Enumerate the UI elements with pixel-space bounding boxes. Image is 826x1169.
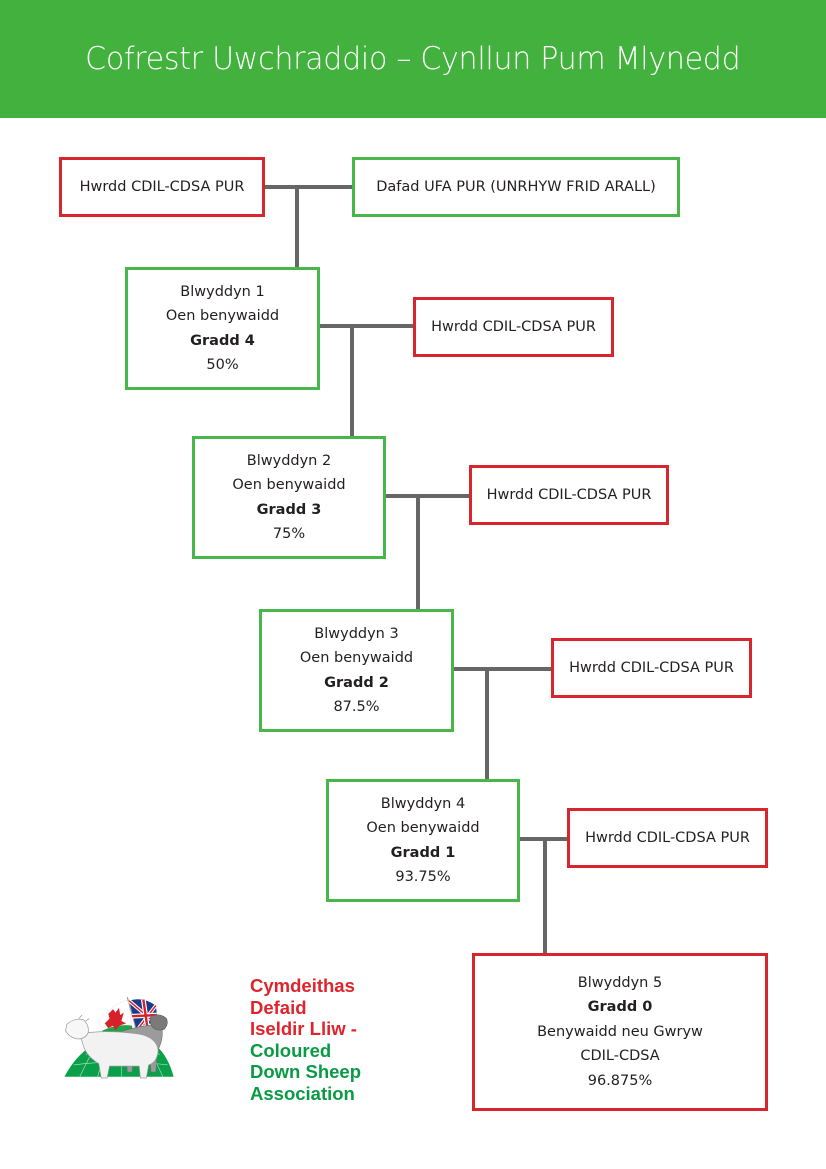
generation-3-type: Oen benywaidd	[299, 650, 414, 666]
generation-1-ram-box: Hwrdd CDIL-CDSA PUR	[413, 297, 614, 357]
association-name-english-1: Coloured	[250, 1039, 332, 1061]
generation-4-percent: 93.75%	[395, 869, 451, 885]
association-name-welsh-3: Iseldir Lliw -	[250, 1018, 357, 1039]
connector-gen3-ram	[452, 667, 552, 671]
generation-3-box: Blwyddyn 3 Oen benywaidd Gradd 2 87.5%	[259, 609, 454, 732]
generation-5-type: Benywaidd neu Gwryw	[537, 1023, 703, 1040]
connector-gen3-down	[485, 667, 489, 780]
generation-3-year: Blwyddyn 3	[314, 625, 399, 642]
generation-2-percent: 75%	[272, 526, 306, 542]
generation-2-box: Blwyddyn 2 Oen benywaidd Gradd 3 75%	[192, 436, 386, 559]
association-name-english-3: Association	[250, 1082, 355, 1104]
generation-3-ram-label: Hwrdd CDIL-CDSA PUR	[569, 659, 734, 676]
generation-5-percent: 96.875%	[587, 1072, 653, 1089]
parent-ram-label: Hwrdd CDIL-CDSA PUR	[79, 178, 245, 195]
white-sheep-icon	[65, 1014, 159, 1079]
generation-1-type: Oen benywaidd	[165, 308, 280, 324]
generation-2-grade: Gradd 3	[256, 501, 322, 518]
generation-1-grade: Gradd 4	[190, 332, 255, 349]
generation-4-box: Blwyddyn 4 Oen benywaidd Gradd 1 93.75%	[326, 779, 520, 902]
generation-3-grade: Gradd 2	[324, 674, 389, 691]
generation-4-ram-label: Hwrdd CDIL-CDSA PUR	[585, 829, 750, 846]
generation-5-year: Blwyddyn 5	[577, 974, 663, 991]
generation-3-ram-box: Hwrdd CDIL-CDSA PUR	[551, 638, 752, 698]
generation-4-grade: Gradd 1	[390, 844, 456, 861]
page-title: Cofrestr Uwchraddio – Cynllun Pum Mlyned…	[85, 41, 741, 77]
generation-1-year: Blwyddyn 1	[180, 283, 265, 300]
parent-ram-box: Hwrdd CDIL-CDSA PUR	[59, 157, 265, 217]
generation-2-ram-label: Hwrdd CDIL-CDSA PUR	[486, 486, 652, 503]
generation-5-box: Blwyddyn 5 Gradd 0 Benywaidd neu Gwryw C…	[472, 953, 768, 1111]
generation-4-type: Oen benywaidd	[366, 820, 480, 836]
association-logo	[64, 997, 174, 1079]
association-name-welsh-1: Cymdeithas	[250, 975, 355, 996]
connector-gen1-ram	[318, 324, 415, 328]
parent-ewe-label: Dafad UFA PUR (UNRHYW FRID ARALL)	[376, 178, 656, 195]
generation-1-box: Blwyddyn 1 Oen benywaidd Gradd 4 50%	[125, 267, 320, 390]
parent-ewe-box: Dafad UFA PUR (UNRHYW FRID ARALL)	[352, 157, 680, 217]
association-name-english-2: Down Sheep	[250, 1061, 362, 1082]
generation-4-year: Blwyddyn 4	[380, 795, 466, 812]
generation-2-type: Oen benywaidd	[232, 477, 346, 493]
connector-gen4-down	[543, 837, 547, 955]
association-name: Cymdeithas Defaid Iseldir Lliw - Coloure…	[250, 975, 361, 1104]
generation-5-breed: CDIL-CDSA	[580, 1048, 660, 1065]
generation-4-ram-box: Hwrdd CDIL-CDSA PUR	[567, 808, 768, 868]
generation-5-grade: Gradd 0	[587, 999, 653, 1016]
generation-2-year: Blwyddyn 2	[246, 452, 332, 469]
header-banner: Cofrestr Uwchraddio – Cynllun Pum Mlyned…	[0, 0, 826, 118]
connector-gen2-down	[416, 494, 420, 610]
association-name-welsh-2: Defaid	[250, 996, 307, 1018]
generation-3-percent: 87.5%	[333, 699, 380, 715]
generation-2-ram-box: Hwrdd CDIL-CDSA PUR	[469, 465, 669, 525]
connector-parents-down	[295, 185, 299, 269]
connector-gen2-ram	[385, 494, 471, 498]
generation-1-ram-label: Hwrdd CDIL-CDSA PUR	[431, 318, 596, 335]
connector-gen1-down	[350, 324, 354, 438]
generation-1-percent: 50%	[206, 357, 239, 373]
connector-parents-horizontal	[264, 185, 354, 189]
